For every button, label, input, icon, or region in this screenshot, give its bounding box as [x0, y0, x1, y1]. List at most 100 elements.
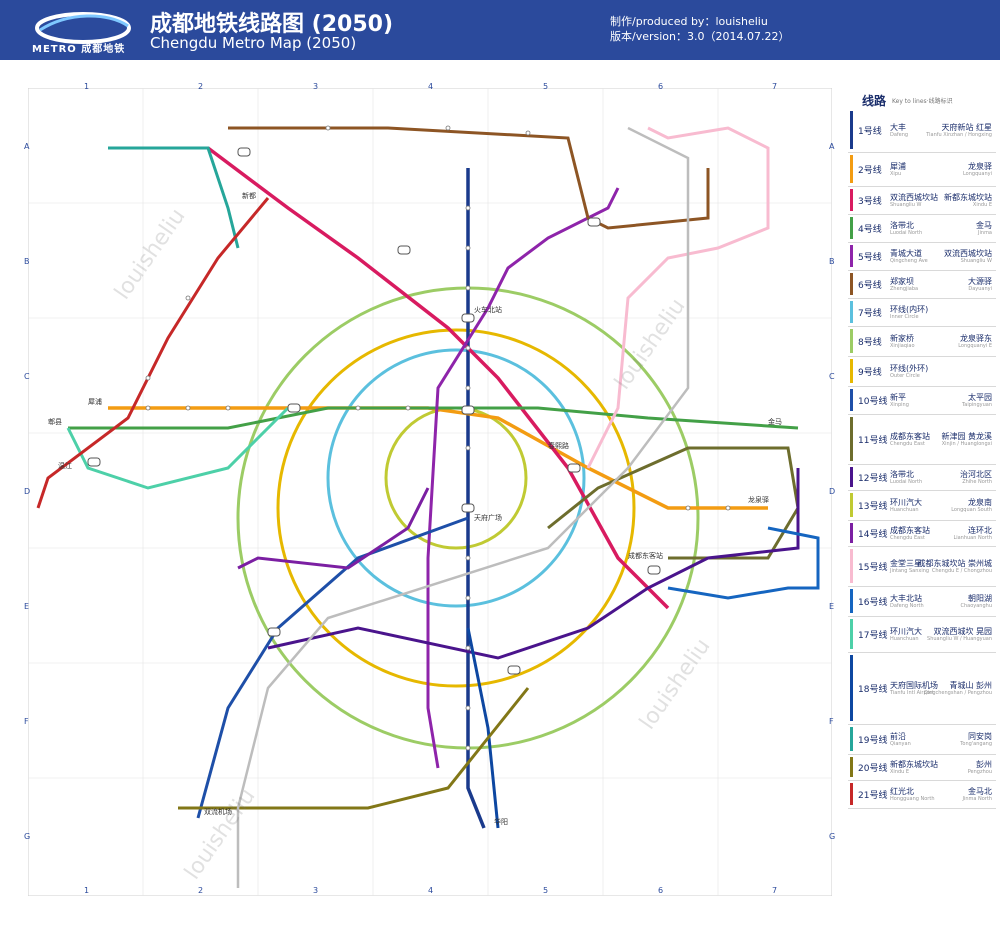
line-7-circle[interactable] [326, 348, 586, 608]
line-4[interactable] [68, 406, 799, 430]
station-label[interactable]: 华阳 [494, 817, 508, 826]
station-label[interactable]: 郫县 [48, 417, 62, 426]
legend-line-color [850, 301, 853, 323]
legend-line-to-en: Chaoyanghu [960, 603, 993, 609]
legend-line-from-en: Luodai North [890, 230, 923, 236]
legend-line-name: 12号线 [858, 474, 888, 484]
station-label[interactable]: 新都 [242, 191, 256, 200]
legend-line-to: 龙泉驿 [968, 162, 992, 171]
legend-line-to-en: Tianfu Xinzhan / Hongxing [926, 132, 992, 138]
legend-line-from-en: Qianyan [890, 741, 911, 747]
station-label[interactable]: 火车北站 [474, 305, 502, 314]
legend-line-from: 前沿 [890, 732, 906, 741]
legend-line-from: 环川汽大 [890, 498, 922, 507]
legend-line-from-en: Xipu [890, 171, 902, 177]
line-6[interactable] [228, 126, 710, 230]
legend-line-from: 新都东城坎站 [890, 760, 938, 769]
legend-line-from: 红光北 [890, 787, 914, 796]
line-11[interactable] [547, 446, 800, 560]
legend-line-from: 大丰北站 [890, 594, 922, 603]
legend-line-name: 4号线 [858, 225, 882, 235]
legend-line-name: 10号线 [858, 397, 888, 407]
line-15[interactable] [586, 126, 770, 469]
legend-line-from: 新平 [890, 393, 906, 402]
legend-line-to: 龙泉南 [968, 498, 992, 507]
grid-row-d-right: D [829, 487, 836, 496]
legend-line-from-en: Xinjiaqiao [890, 343, 915, 349]
legend-line-from: 犀浦 [890, 162, 906, 171]
station-label[interactable]: 龙泉驿 [748, 495, 769, 504]
line-14[interactable] [237, 487, 430, 570]
grid-col-2: 2 [198, 82, 204, 91]
legend-line-color [850, 493, 853, 517]
legend-line-name: 19号线 [858, 736, 888, 746]
station-label[interactable]: 金马 [768, 417, 782, 426]
metro-map[interactable]: 天府广场 春熙路 火车北站 成都东客站 犀浦 龙泉驿 郫县 华阳 双流机场 新都… [28, 88, 832, 896]
station-dots [145, 125, 731, 751]
station-label[interactable]: 双流机场 [204, 807, 232, 816]
legend-line-name: 17号线 [858, 631, 888, 641]
legend-line-from-en: Xindu E [890, 769, 910, 775]
legend-line-to: 青城山 彭州 [949, 681, 992, 690]
legend-line-to: 治河北区 [960, 470, 992, 479]
line-15-extension[interactable] [236, 126, 690, 888]
version: 版本/version：3.0（2014.07.22） [610, 30, 790, 43]
legend-line-color [850, 757, 853, 777]
station-label[interactable]: 温江 [58, 461, 72, 470]
line-9-outer-circle[interactable] [276, 328, 636, 688]
legend-line-name: 6号线 [858, 281, 882, 291]
map-header: METRO 成都地铁 成都地铁线路图 (2050) Chengdu Metro … [0, 0, 1000, 60]
station-label[interactable]: 天府广场 [474, 513, 502, 522]
station-label[interactable]: 犀浦 [88, 397, 102, 406]
legend-line-color [850, 273, 853, 295]
legend-line-from: 洛带北 [890, 221, 914, 230]
line-1[interactable] [466, 168, 486, 829]
line-12[interactable] [267, 468, 800, 660]
legend-line-from-en: Shuangliu W [890, 202, 922, 208]
legend-row[interactable]: 9号线环线(外环)Outer Circle [848, 356, 996, 387]
produced-by: 制作/produced by：louisheliu [610, 15, 768, 28]
legend-line-from-en: Luodai North [890, 479, 923, 485]
legend-line-from-en: Jintang Sanxing [890, 568, 930, 574]
station-label[interactable]: 成都东客站 [628, 551, 663, 560]
legend-line-name: 16号线 [858, 598, 888, 608]
legend-line-to-en: Lianhuan North [953, 535, 992, 541]
legend-row[interactable]: 7号线环线(内环)Inner Circle [848, 298, 996, 327]
line-20[interactable] [178, 687, 530, 810]
legend-line-name: 5号线 [858, 253, 882, 263]
line-18[interactable] [466, 627, 500, 829]
legend-line-to: 龙泉驿东 [960, 334, 992, 343]
grid-col-5-bottom: 5 [543, 886, 549, 895]
line-16[interactable] [667, 526, 820, 600]
line-19[interactable] [108, 146, 240, 249]
legend-line-to-en: Tong'angang [960, 741, 992, 747]
station-label[interactable]: 春熙路 [548, 441, 569, 450]
line-3[interactable] [206, 146, 670, 610]
grid-row-a: A [24, 142, 30, 151]
grid-row-e: E [24, 602, 30, 611]
grid-col-4: 4 [428, 82, 434, 91]
legend-line-from-en: Inner Circle [890, 314, 919, 320]
legend-line-to: 双流西城坎站 [944, 249, 992, 258]
legend-line-to: 金马 [976, 221, 992, 230]
interchange-markers [87, 147, 661, 675]
